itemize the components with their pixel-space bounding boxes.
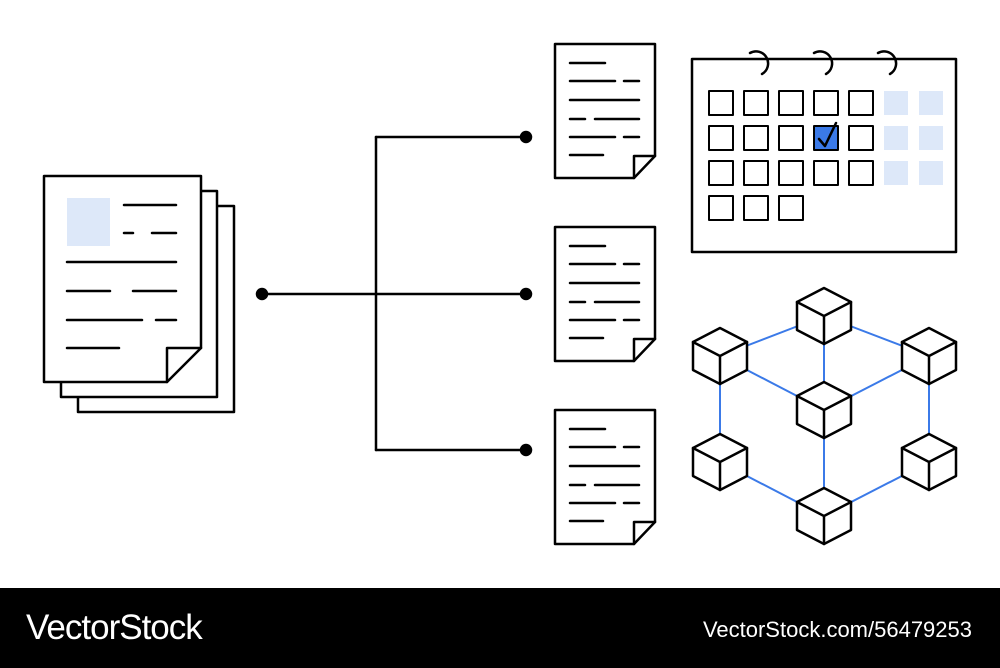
cube-icon xyxy=(795,286,853,346)
workflow-illustration xyxy=(42,42,958,546)
calendar-day xyxy=(743,160,769,186)
calendar-day xyxy=(848,125,874,151)
cube-icon xyxy=(900,432,958,492)
calendar-day xyxy=(778,160,804,186)
blockchain-network-icon xyxy=(691,286,958,546)
calendar-day xyxy=(778,125,804,151)
calendar-day xyxy=(743,195,769,221)
calendar-day xyxy=(848,90,874,116)
connector-lines xyxy=(255,130,533,457)
calendar-weekend-day xyxy=(919,126,943,150)
footer-bar: VectorStock VectorStock.com/56479253 xyxy=(0,588,1000,668)
image-id-text: VectorStock.com/56479253 xyxy=(702,617,972,642)
brand-logo: VectorStock xyxy=(26,608,203,647)
calendar-day xyxy=(708,160,734,186)
cube-icon xyxy=(900,326,958,386)
checkmark-icon xyxy=(817,121,838,148)
document-icon xyxy=(553,42,657,180)
calendar-day xyxy=(708,125,734,151)
calendar-day xyxy=(778,90,804,116)
cube-icon xyxy=(795,486,853,546)
calendar-day xyxy=(743,90,769,116)
calendar-day xyxy=(813,90,839,116)
calendar-day xyxy=(743,125,769,151)
calendar-day xyxy=(708,90,734,116)
document-stack-icon xyxy=(42,174,236,414)
cube-icon xyxy=(691,432,749,492)
calendar-weekend-day xyxy=(919,161,943,185)
calendar-icon xyxy=(690,50,958,254)
document-icon xyxy=(553,408,657,546)
calendar-day xyxy=(778,195,804,221)
cube-icon xyxy=(795,380,853,440)
calendar-weekend-day xyxy=(919,91,943,115)
calendar-day xyxy=(708,195,734,221)
calendar-weekend-day xyxy=(884,126,908,150)
cube-icon xyxy=(691,326,749,386)
document-icon xyxy=(553,225,657,363)
calendar-day xyxy=(813,160,839,186)
calendar-weekend-day xyxy=(884,161,908,185)
calendar-day xyxy=(848,160,874,186)
calendar-weekend-day xyxy=(884,91,908,115)
